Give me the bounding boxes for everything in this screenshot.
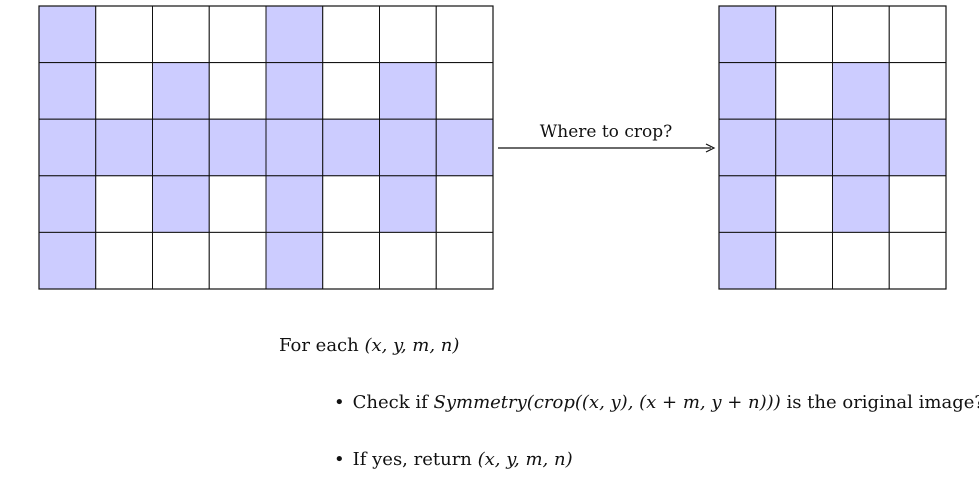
bullet-icon: • — [334, 392, 345, 413]
original-cell-empty — [435, 62, 494, 120]
original-cell-empty — [95, 175, 153, 233]
arrow-label: Where to crop? — [540, 122, 672, 142]
cropped-cell-filled — [832, 175, 890, 233]
bullet1-args: ((x, y), (x + m, y + n))) — [574, 392, 781, 413]
cropped-cell-empty — [775, 175, 833, 233]
for-each-prefix: For each — [279, 335, 365, 356]
original-cell-filled — [265, 62, 324, 120]
original-cell-filled — [265, 175, 324, 233]
cropped-cell-empty — [888, 175, 947, 233]
cropped-cell-empty — [775, 231, 833, 290]
for-each-math: (x, y, m, n) — [364, 335, 460, 356]
original-cell-empty — [322, 5, 380, 64]
bullet2-prefix: If yes, return — [352, 449, 478, 470]
original-cell-filled — [265, 231, 324, 290]
original-cell-filled — [435, 118, 494, 177]
original-cell-filled — [152, 62, 210, 120]
cropped-cell-empty — [832, 231, 890, 290]
original-cell-filled — [265, 5, 324, 64]
original-cell-filled — [265, 118, 324, 177]
cropped-cell-empty — [832, 5, 890, 64]
cropped-cell-empty — [888, 231, 947, 290]
original-cell-empty — [435, 5, 494, 64]
original-cell-empty — [152, 231, 210, 290]
original-cell-empty — [379, 231, 437, 290]
original-cell-filled — [152, 175, 210, 233]
original-cell-filled — [208, 118, 267, 177]
cropped-cell-filled — [775, 118, 833, 177]
cropped-cell-filled — [718, 5, 777, 64]
cropped-cell-filled — [718, 231, 777, 290]
original-cell-empty — [435, 231, 494, 290]
cropped-cell-filled — [832, 62, 890, 120]
original-cell-empty — [95, 5, 153, 64]
original-cell-empty — [208, 62, 267, 120]
bullet2-math: (x, y, m, n) — [477, 449, 573, 470]
symmetric-cropped-grid — [718, 5, 947, 290]
original-cell-empty — [208, 175, 267, 233]
cropped-cell-filled — [888, 118, 947, 177]
bullet-icon: • — [334, 449, 345, 470]
cropped-cell-empty — [888, 5, 947, 64]
arrow-head-icon — [705, 143, 716, 153]
cropped-border — [718, 5, 947, 290]
original-cell-filled — [38, 118, 97, 177]
original-cell-filled — [379, 118, 437, 177]
original-cell-empty — [95, 62, 153, 120]
original-cell-empty — [322, 175, 380, 233]
for-each-line: For each (x, y, m, n) — [279, 337, 459, 355]
original-cell-empty — [208, 231, 267, 290]
original-cell-filled — [379, 175, 437, 233]
original-cell-empty — [152, 5, 210, 64]
original-cell-empty — [379, 5, 437, 64]
bullet-check-symmetry: • Check if Symmetry(crop((x, y), (x + m, … — [334, 394, 979, 412]
cropped-cell-filled — [718, 118, 777, 177]
bullet1-func: Symmetry — [433, 392, 527, 413]
original-cell-filled — [38, 231, 97, 290]
original-cell-filled — [379, 62, 437, 120]
original-cell-filled — [152, 118, 210, 177]
original-cell-empty — [322, 62, 380, 120]
original-cell-filled — [322, 118, 380, 177]
bullet1-suffix: is the original image? — [780, 392, 979, 413]
bullet-return: • If yes, return (x, y, m, n) — [334, 451, 573, 469]
cropped-cell-empty — [775, 62, 833, 120]
bullet1-prefix: Check if — [352, 392, 434, 413]
original-cell-filled — [95, 118, 153, 177]
original-cell-empty — [322, 231, 380, 290]
original-cell-empty — [435, 175, 494, 233]
original-cell-filled — [38, 62, 97, 120]
original-cell-empty — [95, 231, 153, 290]
cropped-cell-filled — [718, 62, 777, 120]
cropped-cell-filled — [718, 175, 777, 233]
original-cell-filled — [38, 5, 97, 64]
original-image-grid — [38, 5, 494, 290]
original-cell-empty — [208, 5, 267, 64]
cropped-cell-empty — [775, 5, 833, 64]
original-cell-filled — [38, 175, 97, 233]
cropped-cell-empty — [888, 62, 947, 120]
cropped-cell-filled — [832, 118, 890, 177]
crop-arrow: Where to crop? — [498, 122, 716, 153]
original-border — [38, 5, 494, 290]
bullet1-crop: (crop — [526, 392, 575, 413]
